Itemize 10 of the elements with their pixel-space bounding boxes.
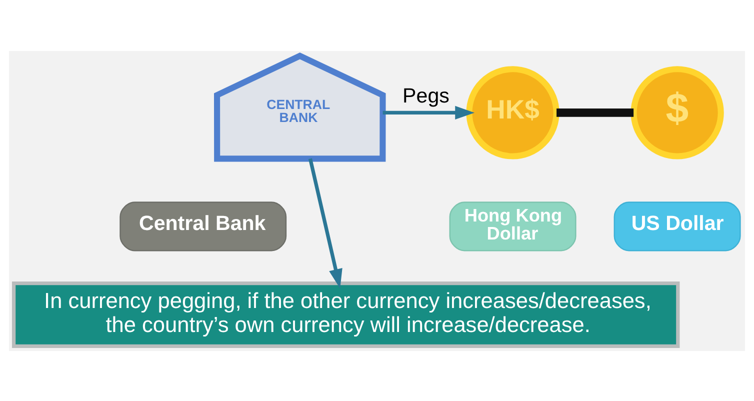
- node-box: Hong Kong Dollar: [449, 201, 576, 251]
- node-box: In currency pegging, if the other currency increases/decreases, the country’s own currency will increase/decrease.: [12, 280, 680, 348]
- node-box: US Dollar: [614, 201, 741, 251]
- node-circle: HK$: [466, 66, 560, 159]
- arrow: [382, 105, 475, 119]
- node-circle: $: [630, 66, 724, 159]
- node-box: Central Bank: [120, 201, 287, 251]
- connector: [556, 108, 634, 116]
- edge-label: Pegs: [402, 84, 450, 108]
- arrow: [308, 158, 342, 288]
